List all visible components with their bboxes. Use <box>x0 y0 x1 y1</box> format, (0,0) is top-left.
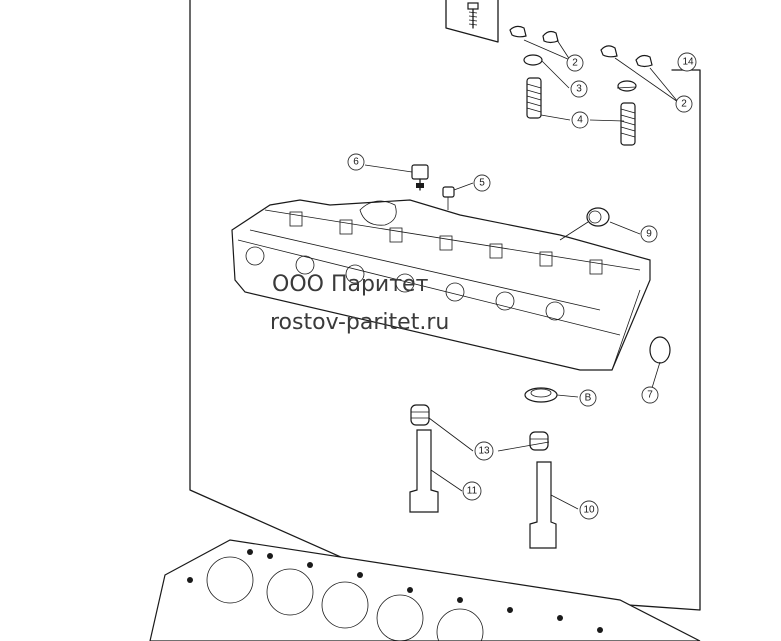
callout-2-right: 2 <box>675 95 693 113</box>
callout-7: 7 <box>641 386 659 404</box>
svg-text:7: 7 <box>647 390 653 401</box>
callout-11: 11 <box>462 481 482 501</box>
plug-part <box>442 186 455 210</box>
leader-lines <box>364 39 679 510</box>
seat-insert-part <box>524 387 558 403</box>
svg-text:11: 11 <box>467 486 478 497</box>
svg-text:14: 14 <box>682 57 694 68</box>
svg-text:6: 6 <box>353 157 359 168</box>
svg-text:13: 13 <box>478 446 490 457</box>
svg-text:5: 5 <box>479 178 485 189</box>
cup-plug-part <box>649 336 671 364</box>
svg-text:9: 9 <box>646 229 652 240</box>
callout-8: B <box>579 389 597 407</box>
valve-collet-part <box>509 25 653 68</box>
callout-2-left: 2 <box>566 54 584 72</box>
callout-14: 14 <box>677 52 697 72</box>
callout-3: 3 <box>570 80 588 98</box>
callout-6: 6 <box>347 153 365 171</box>
callout-5: 5 <box>473 174 491 192</box>
spring-cap-part <box>523 54 637 92</box>
svg-text:2: 2 <box>681 99 687 110</box>
svg-text:4: 4 <box>577 115 583 126</box>
valve-spring-part <box>526 77 636 146</box>
seal-part <box>559 207 610 241</box>
watermark-site: rostov-paritet.ru <box>270 310 450 335</box>
callout-9: 9 <box>640 225 658 243</box>
callout-13: 13 <box>474 441 494 461</box>
cylinder-head-part <box>231 199 651 371</box>
temperature-sensor-part <box>411 164 429 191</box>
bolt-part <box>445 0 499 43</box>
svg-text:2: 2 <box>572 58 578 69</box>
head-gasket-part <box>149 539 701 641</box>
svg-text:3: 3 <box>576 84 582 95</box>
svg-text:10: 10 <box>583 505 595 516</box>
watermark-company: ООО Паритет <box>272 272 429 297</box>
valve-guide-part <box>409 429 557 549</box>
callout-10: 10 <box>579 500 599 520</box>
svg-text:B: B <box>585 393 592 404</box>
stem-seal-part <box>410 404 549 451</box>
callout-4: 4 <box>571 111 589 129</box>
